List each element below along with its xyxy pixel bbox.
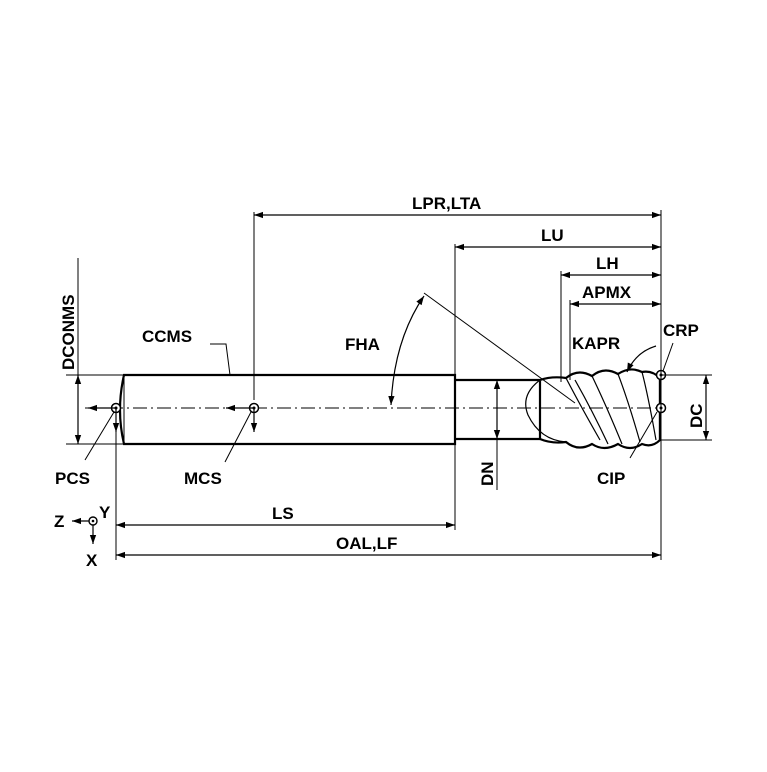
cip-leader bbox=[629, 411, 658, 459]
label-dconms: DCONMS bbox=[59, 294, 78, 370]
ccms-leader bbox=[210, 343, 231, 376]
label-lpr-lta: LPR,LTA bbox=[412, 194, 481, 213]
pcs-leader bbox=[84, 411, 115, 461]
flute-curve-1 bbox=[525, 379, 567, 443]
label-dn: DN bbox=[478, 461, 497, 486]
flute-curve-2 bbox=[565, 377, 601, 441]
shank-outline bbox=[118, 373, 457, 446]
flute-curve-3 bbox=[574, 379, 609, 445]
coordinate-triad bbox=[72, 516, 98, 544]
label-pcs: PCS bbox=[55, 469, 90, 488]
reference-points bbox=[110, 369, 667, 414]
label-fha: FHA bbox=[345, 335, 380, 354]
label-ccms: CCMS bbox=[142, 327, 192, 346]
label-mcs: MCS bbox=[184, 469, 222, 488]
fha-angle-arc bbox=[388, 295, 425, 406]
label-dc: DC bbox=[687, 403, 706, 428]
label-apmx: APMX bbox=[582, 283, 632, 302]
label-axis-z: Z bbox=[54, 512, 64, 531]
cutting-head-outline bbox=[538, 368, 662, 450]
kapr-angle-arc bbox=[626, 345, 657, 373]
label-cip: CIP bbox=[597, 469, 625, 488]
label-axis-x: X bbox=[86, 551, 98, 570]
label-lu: LU bbox=[541, 226, 564, 245]
label-lh: LH bbox=[596, 254, 619, 273]
label-oal-lf: OAL,LF bbox=[336, 534, 397, 553]
crp-leader bbox=[662, 342, 674, 372]
mcs-leader bbox=[224, 411, 252, 463]
flute-curve-4 bbox=[591, 375, 623, 445]
label-axis-y: Y bbox=[99, 503, 111, 522]
fha-reference-line bbox=[423, 292, 576, 404]
flute-curve-5 bbox=[617, 373, 641, 443]
flute-curve-6 bbox=[641, 371, 657, 441]
label-crp: CRP bbox=[663, 321, 699, 340]
label-ls: LS bbox=[272, 504, 294, 523]
tool-body bbox=[118, 368, 662, 450]
label-kapr: KAPR bbox=[572, 334, 620, 353]
